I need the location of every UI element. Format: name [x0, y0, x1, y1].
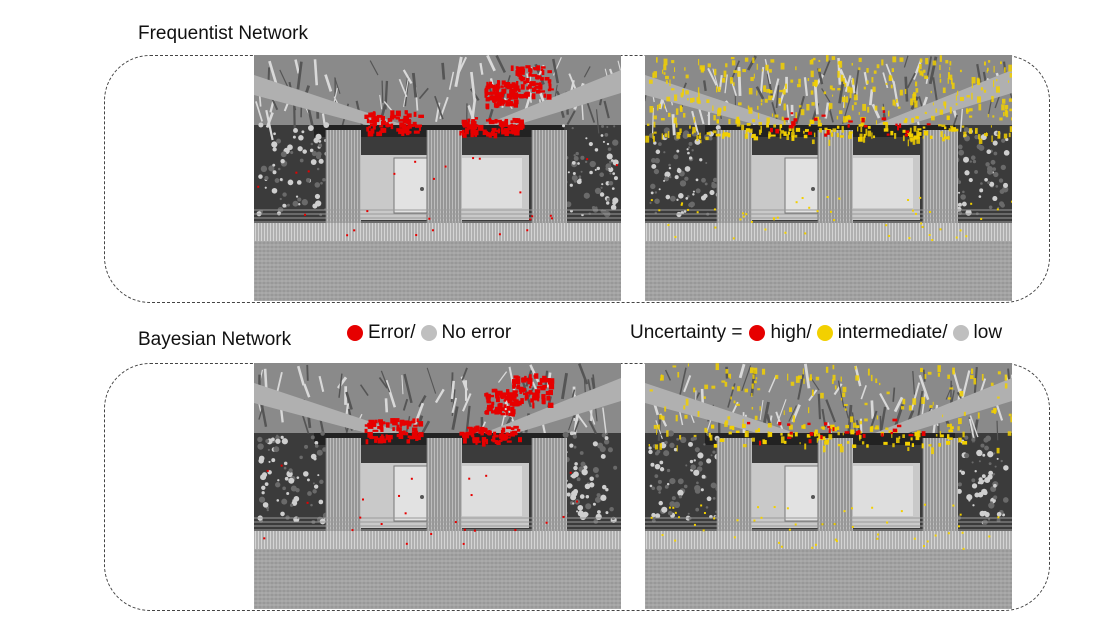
legend-separator: /	[942, 322, 948, 343]
legend-label-no-error: No error	[441, 322, 512, 343]
frequentist-error-map	[254, 55, 621, 301]
legend-dot-low	[952, 325, 969, 341]
bayesian-error-map-image	[254, 363, 621, 609]
frequentist-uncertainty-map-image	[645, 55, 1012, 301]
legend-dot-high	[749, 325, 766, 341]
legend-prefix-uncertainty: Uncertainty =	[630, 322, 743, 343]
bayesian-uncertainty-map-image	[645, 363, 1012, 609]
legend-separator: /	[806, 322, 812, 343]
frequentist-error-map-image	[254, 55, 621, 301]
legend-label-intermediate: intermediate	[837, 322, 943, 343]
legend-dot-no-error	[420, 325, 437, 341]
bayesian-title: Bayesian Network	[138, 329, 292, 350]
frequentist-title: Frequentist Network	[138, 23, 309, 44]
bayesian-error-map	[254, 363, 621, 609]
legend-label-error: Error	[368, 322, 411, 343]
legend-label-low: low	[973, 322, 1003, 343]
error-legend: Error / No error	[342, 322, 511, 344]
frequentist-uncertainty-map	[645, 55, 1012, 301]
legend-separator: /	[410, 322, 416, 343]
legend-label-high: high	[770, 322, 807, 343]
uncertainty-legend: Uncertainty = high / intermediate / low	[630, 322, 1002, 344]
legend-dot-intermediate	[816, 325, 833, 341]
bayesian-uncertainty-map	[645, 363, 1012, 609]
legend-dot-error	[347, 325, 363, 341]
